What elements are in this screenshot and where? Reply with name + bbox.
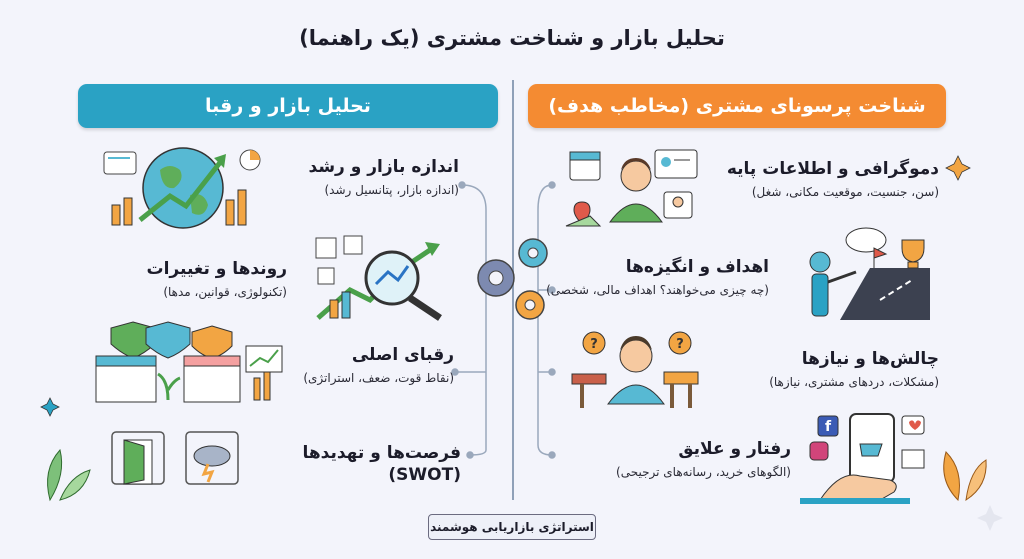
sparkle-icon [40, 155, 1003, 531]
svg-text:f: f [825, 419, 832, 435]
svg-text:?: ? [676, 337, 684, 352]
right-item-goals: اهداف و انگیزه‌ها (چه چیزی می‌خواهند؟ اه… [509, 256, 769, 299]
persona-id-icon [565, 149, 698, 227]
door-storm-icon [111, 431, 239, 485]
left-connectors [451, 181, 487, 459]
shop-shield-icon [95, 321, 283, 403]
right-item-heading: رفتار و علایق [678, 439, 791, 459]
confused-person-icon: ? ? [571, 331, 699, 408]
left-item-sub: (اندازه بازار، پتانسیل رشد) [324, 183, 459, 197]
right-item-sub: (سن، جنسیت، موقعیت مکانی، شغل) [751, 185, 939, 199]
right-item-challenges: چالش‌ها و نیازها (مشکلات، دردهای مشتری، … [689, 348, 939, 391]
left-item-heading: اندازه بازار و رشد [308, 157, 460, 177]
footer-label: استراتژی بازاریابی هوشمند [428, 514, 596, 540]
left-item-sub: (تکنولوژی، قوانین، مدها) [163, 285, 287, 299]
left-item-competitors: رقبای اصلی (نقاط قوت، ضعف، استراتژی) [224, 344, 454, 387]
right-item-sub: (چه چیزی می‌خواهند؟ اهداف مالی، شخصی) [546, 283, 769, 297]
left-item-heading: فرصت‌ها و تهدیدها (SWOT) [302, 443, 461, 485]
left-item-trends: روندها و تغییرات (تکنولوژی، قوانین، مدها… [57, 258, 287, 301]
right-item-behavior: رفتار و علایق (الگوهای خرید، رسانه‌های ت… [551, 438, 791, 481]
goal-trophy-icon [809, 227, 930, 320]
right-item-heading: دموگرافی و اطلاعات پایه [726, 159, 939, 179]
footer-text: استراتژی بازاریابی هوشمند [430, 520, 594, 534]
right-panel-banner: شناخت پرسونای مشتری (مخاطب هدف) [528, 84, 946, 128]
phone-social-icon: f [800, 413, 925, 504]
right-item-heading: اهداف و انگیزه‌ها [625, 257, 769, 277]
right-item-demographics: دموگرافی و اطلاعات پایه (سن، جنسیت، موقع… [689, 158, 939, 201]
left-item-swot: فرصت‌ها و تهدیدها (SWOT) [231, 442, 461, 486]
right-connectors [537, 181, 556, 459]
right-panel-title: شناخت پرسونای مشتری (مخاطب هدف) [548, 95, 926, 117]
right-item-sub: (الگوهای خرید، رسانه‌های ترجیحی) [616, 465, 791, 479]
gears-icon [477, 238, 548, 320]
page-title: تحلیل بازار و شناخت مشتری (یک راهنما) [299, 26, 725, 50]
plant-decoration-right [943, 451, 987, 502]
left-item-heading: رقبای اصلی [351, 345, 454, 365]
globe-chart-icon [103, 147, 261, 229]
left-item-sub: (نقاط قوت، ضعف، استراتژی) [303, 371, 454, 385]
right-item-heading: چالش‌ها و نیازها [801, 349, 939, 369]
left-item-heading: روندها و تغییرات [146, 259, 287, 279]
left-item-market-size: اندازه بازار و رشد (اندازه بازار، پتانسی… [229, 156, 460, 199]
magnifier-chart-icon [315, 235, 442, 321]
left-panel-title: تحلیل بازار و رقبا [205, 95, 371, 117]
right-item-sub: (مشکلات، دردهای مشتری، نیازها) [769, 375, 939, 389]
plant-decoration-left [47, 448, 91, 502]
center-divider [512, 80, 514, 500]
svg-text:?: ? [590, 337, 598, 352]
left-panel-banner: تحلیل بازار و رقبا [78, 84, 498, 128]
